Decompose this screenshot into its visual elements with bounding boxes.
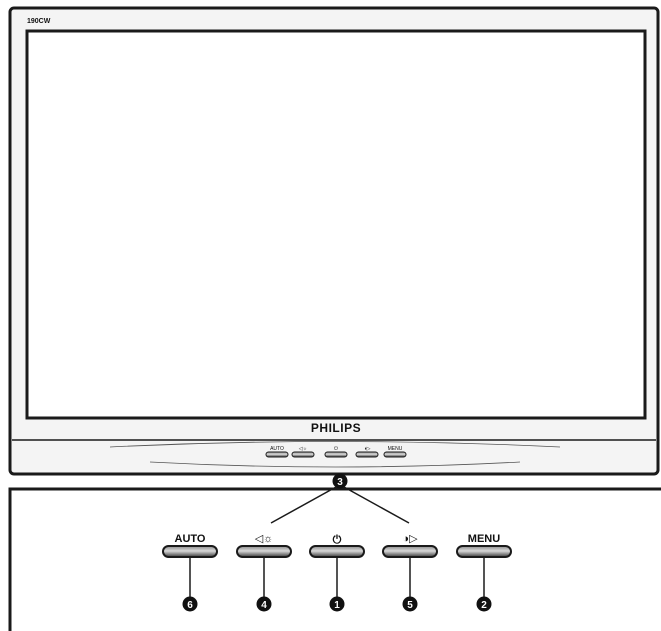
power-button[interactable] xyxy=(309,545,365,558)
callout-5-circle xyxy=(402,596,418,612)
callout-4-circle xyxy=(256,596,272,612)
callout-6-circle xyxy=(182,596,198,612)
contrast-right-button[interactable] xyxy=(382,545,438,558)
control-panel-closeup: 3 AUTO 6 ◁☼ 4 ⏻ 1 ◑▷ 5 MENU 2 xyxy=(8,473,661,631)
bezel-curve-bottom xyxy=(149,461,521,468)
small-label-power: ⏻ xyxy=(334,446,338,452)
brightness-label: ◁☼ xyxy=(255,533,274,545)
callout-2-circle xyxy=(476,596,492,612)
callout-1-circle xyxy=(329,596,345,612)
small-power-button[interactable] xyxy=(324,451,348,458)
callout-3-leader-right xyxy=(343,486,410,524)
small-label-brightness: ◁☼ xyxy=(299,446,307,452)
small-label-menu: MENU xyxy=(388,446,403,452)
power-label: ⏻ xyxy=(333,533,342,546)
small-label-contrast: ◑▷ xyxy=(364,446,371,452)
callout-1-number: 1 xyxy=(334,600,340,611)
callout-3-circle xyxy=(332,473,348,489)
small-brightness-button[interactable] xyxy=(291,451,315,458)
small-contrast-button[interactable] xyxy=(355,451,379,458)
callout-6-number: 6 xyxy=(187,600,193,611)
auto-button[interactable] xyxy=(162,545,218,558)
small-menu-button[interactable] xyxy=(383,451,407,458)
monitor-front: 190CW PHILIPS AUTO ◁☼ ⏻ ◑▷ MENU xyxy=(8,6,660,476)
callout-3-leader-left xyxy=(270,486,337,524)
brightness-left-button[interactable] xyxy=(236,545,292,558)
callout-4-number: 4 xyxy=(261,600,267,611)
monitor-screen xyxy=(25,29,647,420)
small-label-auto: AUTO xyxy=(270,446,284,452)
callout-5-number: 5 xyxy=(407,600,413,611)
model-label: 190CW xyxy=(27,18,51,25)
small-auto-button[interactable] xyxy=(265,451,289,458)
menu-button[interactable] xyxy=(456,545,512,558)
front-button-strip: AUTO ◁☼ ⏻ ◑▷ MENU xyxy=(265,446,407,458)
auto-label: AUTO xyxy=(175,533,206,545)
brand-logo-text: PHILIPS xyxy=(311,421,361,435)
menu-label: MENU xyxy=(468,533,500,545)
bezel-curve-top xyxy=(109,441,561,448)
panel-outline xyxy=(8,487,661,631)
callout-2-number: 2 xyxy=(481,600,487,611)
contrast-label: ◑▷ xyxy=(402,533,418,545)
callout-3-number: 3 xyxy=(337,477,343,488)
